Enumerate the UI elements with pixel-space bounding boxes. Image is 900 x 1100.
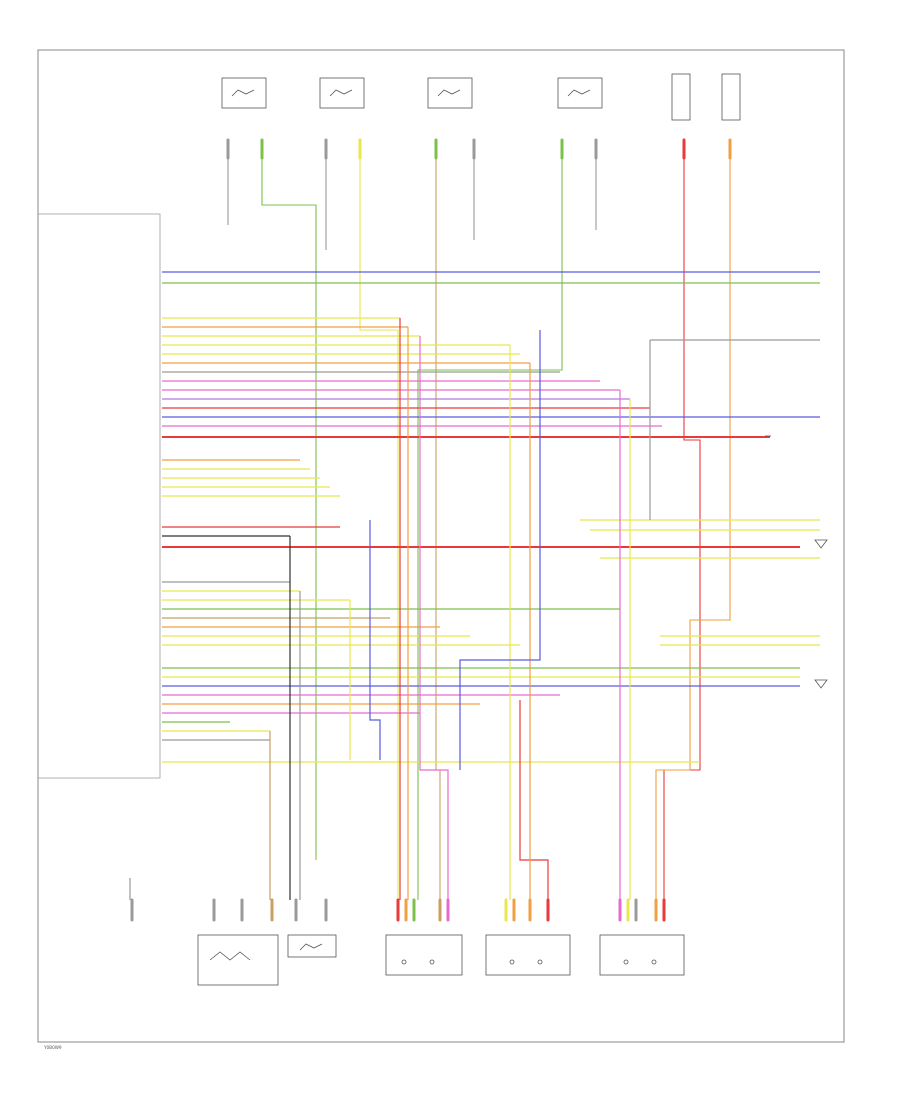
vertical-wires	[227, 158, 731, 900]
bottom-connector-stubs	[130, 898, 666, 922]
diagram-id: Y0B0W9	[43, 1045, 62, 1050]
top-connector-stubs	[226, 138, 732, 160]
diagram-frame	[37, 49, 845, 1043]
ground-symbols	[765, 435, 828, 689]
harness-lines	[129, 271, 820, 900]
bottom-components	[197, 934, 685, 986]
module-outline	[38, 213, 161, 779]
top-sensors	[221, 73, 741, 121]
